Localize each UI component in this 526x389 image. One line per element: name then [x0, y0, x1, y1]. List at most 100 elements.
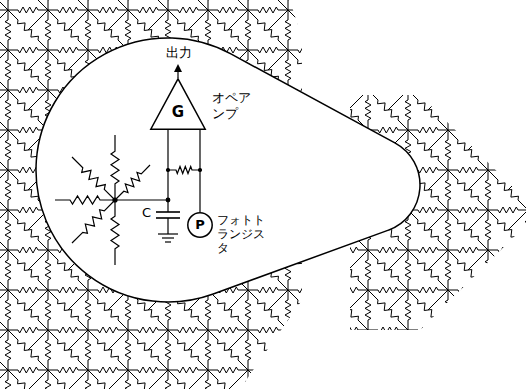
lattice-wire	[68, 370, 88, 389]
lattice-wire	[388, 90, 408, 110]
resistor-symbol	[45, 370, 51, 389]
resistor-symbol	[408, 290, 448, 330]
resistor-symbol	[8, 327, 48, 333]
resistor-symbol	[448, 367, 488, 373]
lattice-wire	[348, 250, 368, 270]
resistor-symbol	[0, 167, 8, 173]
lattice-wire	[468, 90, 488, 110]
lattice-wire	[428, 370, 448, 389]
resistor-symbol	[168, 370, 208, 389]
resistor-symbol	[445, 90, 451, 130]
resistor-symbol	[448, 330, 488, 370]
lattice-wire	[348, 10, 368, 30]
resistor-symbol	[88, 330, 128, 370]
resistor-symbol	[248, 327, 288, 333]
resistor-symbol	[8, 367, 48, 373]
resistor-symbol	[128, 7, 168, 13]
ground-symbol	[162, 237, 174, 238]
resistor-symbol	[485, 130, 491, 170]
resistor-symbol	[72, 157, 115, 200]
resistor-symbol	[448, 7, 488, 13]
lattice-wire	[268, 10, 288, 30]
resistor-symbol	[208, 0, 248, 10]
resistor-symbol	[525, 330, 526, 370]
resistor-symbol	[8, 47, 48, 53]
junction-wire	[115, 199, 168, 200]
resistor-symbol	[408, 0, 448, 10]
resistor-symbol	[405, 50, 411, 90]
lattice-wire	[348, 290, 368, 310]
resistor-symbol	[8, 0, 48, 10]
resistor-symbol	[445, 0, 451, 10]
resistor-symbol	[328, 7, 368, 13]
resistor-symbol	[288, 290, 328, 330]
resistor-symbol	[525, 210, 526, 250]
resistor-symbol	[488, 287, 526, 293]
resistor-symbol	[485, 330, 491, 370]
lattice-wire	[28, 290, 48, 310]
lattice-wire	[468, 130, 488, 150]
resistor-symbol	[88, 10, 128, 50]
resistor-symbol	[205, 0, 211, 10]
resistor-symbol	[365, 0, 371, 10]
resistor-symbol	[5, 50, 11, 90]
resistor-symbol	[445, 370, 451, 389]
resistor-symbol	[0, 87, 8, 93]
resistor-symbol	[368, 287, 408, 293]
resistor-symbol	[0, 287, 8, 293]
resistor-symbol	[445, 290, 451, 330]
resistor-symbol	[525, 90, 526, 130]
resistor-symbol	[405, 330, 411, 370]
lattice-wire	[468, 370, 488, 389]
lattice-wire	[28, 90, 48, 110]
resistor-symbol	[325, 330, 331, 370]
resistor-symbol	[88, 370, 128, 389]
resistor-symbol	[445, 250, 451, 290]
resistor-symbol	[245, 370, 251, 389]
resistor-symbol	[405, 0, 411, 10]
resistor-symbol	[408, 10, 448, 50]
resistor-symbol	[168, 367, 208, 373]
phototransistor-symbol	[188, 213, 212, 237]
resistor-symbol	[48, 330, 88, 370]
resistor-symbol	[0, 327, 8, 333]
resistor-symbol	[488, 10, 526, 50]
resistor-symbol	[448, 10, 488, 50]
resistor-symbol	[168, 167, 200, 174]
resistor-symbol	[485, 170, 491, 210]
resistor-symbol	[488, 0, 526, 10]
resistor-symbol	[0, 170, 8, 210]
resistor-symbol	[245, 0, 251, 10]
resistor-symbol	[205, 370, 211, 389]
resistor-symbol	[45, 330, 51, 370]
resistor-symbol	[368, 247, 408, 253]
resistor-symbol	[248, 287, 288, 293]
resistor-symbol	[285, 0, 291, 10]
lattice-wire	[468, 210, 488, 230]
resistor-symbol	[408, 50, 448, 90]
resistor-symbol	[128, 327, 168, 333]
capacitor-plate	[156, 211, 180, 213]
resistor-symbol	[0, 47, 8, 53]
input-wire	[167, 130, 168, 200]
lattice-wire	[388, 330, 408, 350]
lattice-wire	[468, 330, 488, 350]
resistor-symbol	[445, 330, 451, 370]
resistor-symbol	[485, 370, 491, 389]
lattice-wire	[348, 370, 368, 389]
resistor-symbol	[8, 90, 48, 130]
lattice-wire	[428, 130, 448, 150]
resistor-symbol	[5, 210, 11, 250]
resistor-symbol	[448, 47, 488, 53]
lattice-wire	[108, 330, 128, 350]
lattice-wire	[348, 330, 368, 350]
resistor-symbol	[48, 367, 88, 373]
resistor-symbol	[168, 330, 208, 370]
resistor-symbol	[325, 290, 331, 330]
resistor-symbol	[8, 87, 48, 93]
resistor-symbol	[128, 367, 168, 373]
resistor-symbol	[0, 367, 8, 373]
magnifier	[36, 38, 420, 302]
resistor-symbol	[408, 247, 448, 253]
